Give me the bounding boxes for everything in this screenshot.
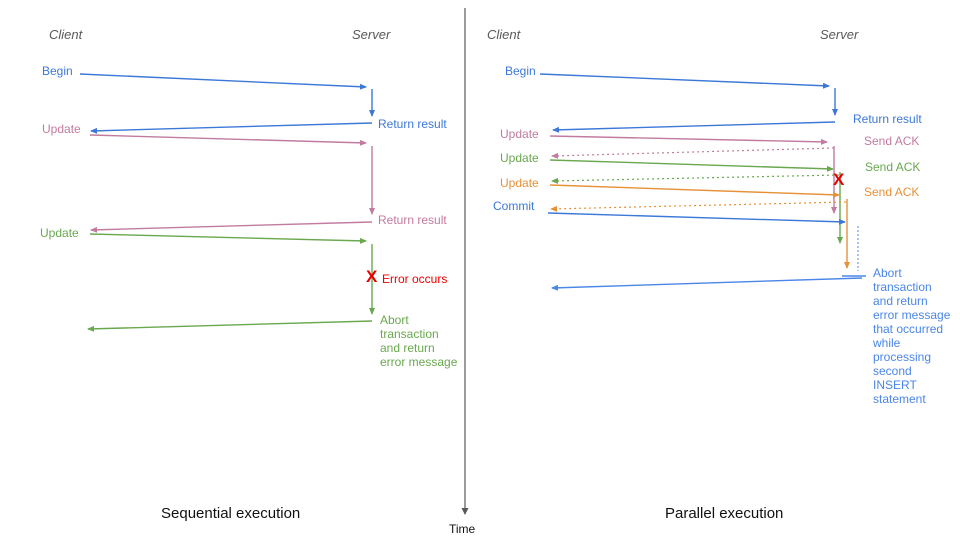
par-error-x-icon: X: [833, 170, 845, 189]
par-server-label: Server: [820, 27, 859, 42]
seq-abort-return-arrow: [87, 320, 373, 332]
par-send-ack-3-label: Send ACK: [864, 185, 920, 199]
par-update-2-label: Update: [500, 151, 539, 165]
seq-update-2-label: Update: [40, 226, 79, 240]
seq-return-result-1-label: Return result: [378, 117, 447, 131]
par-update-1-request-arrow: [549, 135, 828, 145]
par-update-3-request-arrow: [549, 184, 840, 198]
seq-return-result-2-label: Return result: [378, 213, 447, 227]
par-begin-label: Begin: [505, 64, 536, 78]
par-title: Parallel execution: [665, 505, 784, 522]
seq-update-2-request-arrow: [89, 233, 367, 244]
seq-begin-label: Begin: [42, 64, 73, 78]
par-return-result-arrow: [552, 121, 836, 133]
seq-begin-request-arrow: [79, 73, 367, 90]
par-update-1-label: Update: [500, 127, 539, 141]
par-abort-return-arrow: [551, 277, 863, 291]
seq-abort-message-label: Abort transaction and return error messa…: [380, 313, 458, 369]
seq-update-1-request-arrow: [89, 134, 367, 146]
par-send-ack-1-arrow: [551, 147, 835, 159]
par-send-ack-3-arrow: [550, 201, 847, 212]
par-begin-request-arrow: [539, 73, 830, 89]
par-commit-request-arrow: [547, 212, 846, 225]
par-update-2-request-arrow: [549, 159, 834, 172]
seq-return-result-2-arrow: [90, 221, 373, 233]
par-abort-message-label: Abort transaction and return error messa…: [873, 266, 951, 406]
seq-title: Sequential execution: [161, 505, 301, 522]
par-send-ack-1-label: Send ACK: [864, 134, 920, 148]
time-axis-label: Time: [449, 522, 476, 536]
par-client-label: Client: [487, 27, 521, 42]
par-send-ack-2-arrow: [551, 174, 840, 184]
seq-error-occurs-label: Error occurs: [382, 272, 448, 286]
seq-server-label: Server: [352, 27, 391, 42]
seq-error-x-icon: X: [366, 267, 378, 286]
par-commit-label: Commit: [493, 199, 535, 213]
seq-client-label: Client: [49, 27, 83, 42]
seq-return-result-1-arrow: [90, 122, 373, 134]
par-update-3-label: Update: [500, 176, 539, 190]
par-return-result-label: Return result: [853, 112, 922, 126]
seq-update-1-label: Update: [42, 122, 81, 136]
par-send-ack-2-label: Send ACK: [865, 160, 921, 174]
